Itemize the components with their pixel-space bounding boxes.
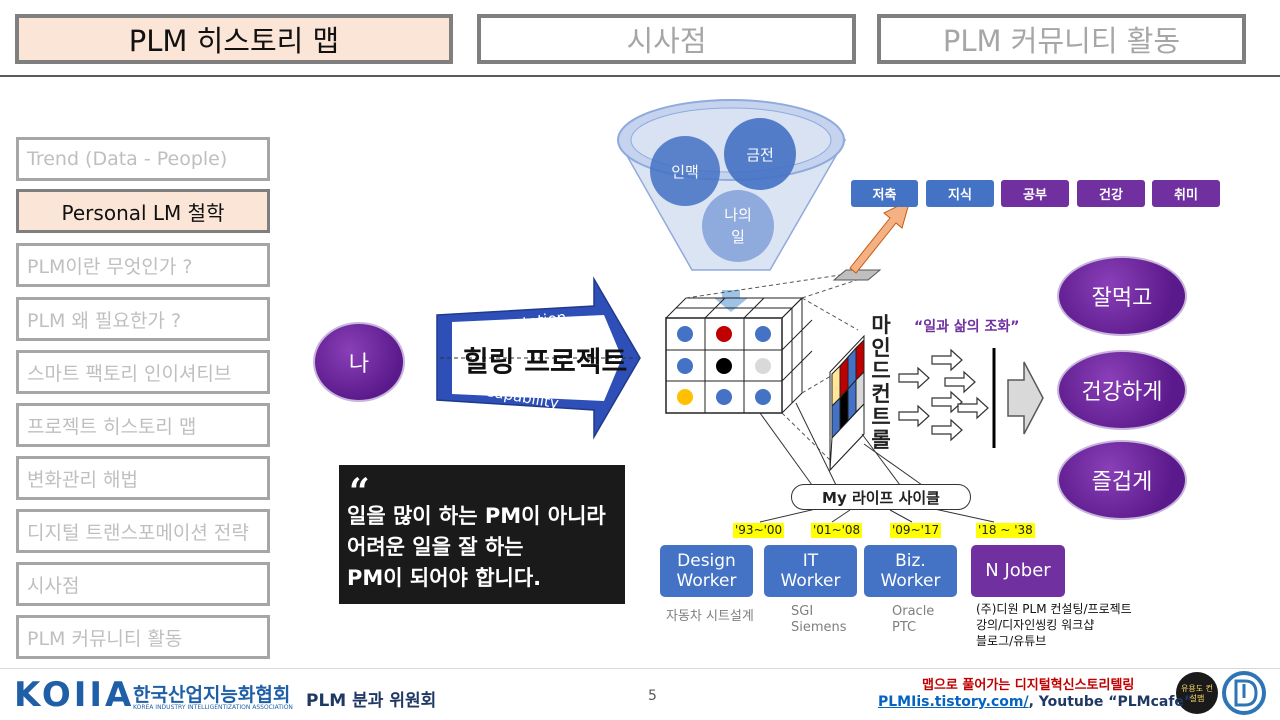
outcome-healthy: 건강하게 [1057,350,1187,430]
blog-link[interactable]: PLMIis.tistory.com/ [878,694,1029,710]
funnel-down-arrow [714,290,748,312]
committee-name: PLM 분과 위원회 [306,691,437,711]
tag-health: 건강 [1077,180,1145,207]
side-item-implications[interactable]: 시사점 [16,562,270,606]
quote-mark-icon: “ [349,471,370,513]
side-item-change-mgmt[interactable]: 변화관리 해법 [16,456,270,500]
tab-plm-history-map[interactable]: PLM 히스토리 맵 [15,14,453,64]
quote-box: “ 일을 많이 하는 PM이 아니라 어려운 일을 잘 하는 PM이 되어야 합… [339,465,625,604]
worker-n-jober: N Jober [971,545,1065,597]
side-item-project-history[interactable]: 프로젝트 히스토리 맵 [16,403,270,447]
tag-hobby: 취미 [1152,180,1220,207]
year-range-3: '09~'17 [890,523,942,538]
tab-plm-community[interactable]: PLM 커뮤니티 활동 [877,14,1246,64]
org-name-en: KOREA INDUSTRY INTELLIGENTIZATION ASSOCI… [133,704,293,711]
tagline: 맵으로 풀어가는 디지털혁신스토리텔링 [922,678,1135,693]
koiia-logo: KOIIA [14,675,135,715]
page-number: 5 [648,688,657,704]
note-design: 자동차 시트설계 [666,609,754,624]
quote-line-2: 어려운 일을 잘 하는 [347,535,524,559]
year-range-1: '93~'00 [733,523,785,538]
tag-knowledge: 지식 [926,180,994,207]
funnel-circle-money: 금전 [724,118,796,190]
up-arrow [849,199,911,274]
worker-biz: Biz.Worker [864,545,957,597]
funnel-circle-network: 인맥 [650,136,720,206]
quote-line-1: 일을 많이 하는 PM이 아니라 [347,504,606,528]
arrow-title: 힐링 프로젝트 [463,345,628,378]
year-range-4: '18 ~ '38 [976,523,1035,538]
side-item-community[interactable]: PLM 커뮤니티 활동 [16,615,270,659]
side-item-what-is-plm[interactable]: PLM이란 무엇인가 ? [16,243,270,287]
harmony-label: “일과 삶의 조화” [914,319,1020,335]
d-one-logo-icon [1224,673,1264,713]
outcome-joyful: 즐겁게 [1057,440,1187,520]
life-cycle-label: My 라이프 사이클 [791,484,971,510]
grey-arrow [1007,361,1044,435]
consulting-badge: 유용도 컨설맵 [1181,684,1213,703]
quote-line-3: PM이 되어야 합니다. [347,566,542,590]
org-name-kr: 한국산업지능화협회 [133,684,291,706]
footer-divider [0,668,1280,669]
big-arrow-inner [452,315,622,401]
youtube-label: , Youtube “PLMcafe” [1028,694,1194,710]
side-item-dx-strategy[interactable]: 디지털 트랜스포메이션 전략 [16,509,270,553]
me-circle: 나 [313,322,405,402]
tag-savings: 저축 [851,180,918,207]
year-range-2: '01~'08 [811,523,863,538]
outcome-eat-well: 잘먹고 [1057,256,1187,336]
side-item-trend[interactable]: Trend (Data - People) [16,137,270,181]
side-item-why-plm[interactable]: PLM 왜 필요한가 ? [16,297,270,341]
side-item-personal-lm[interactable]: Personal LM 철학 [16,189,270,233]
tab-implications[interactable]: 시사점 [477,14,856,64]
side-item-smart-factory[interactable]: 스마트 팩토리 인이셔티브 [16,350,270,394]
tag-study: 공부 [1001,180,1069,207]
header-divider [0,75,1280,77]
